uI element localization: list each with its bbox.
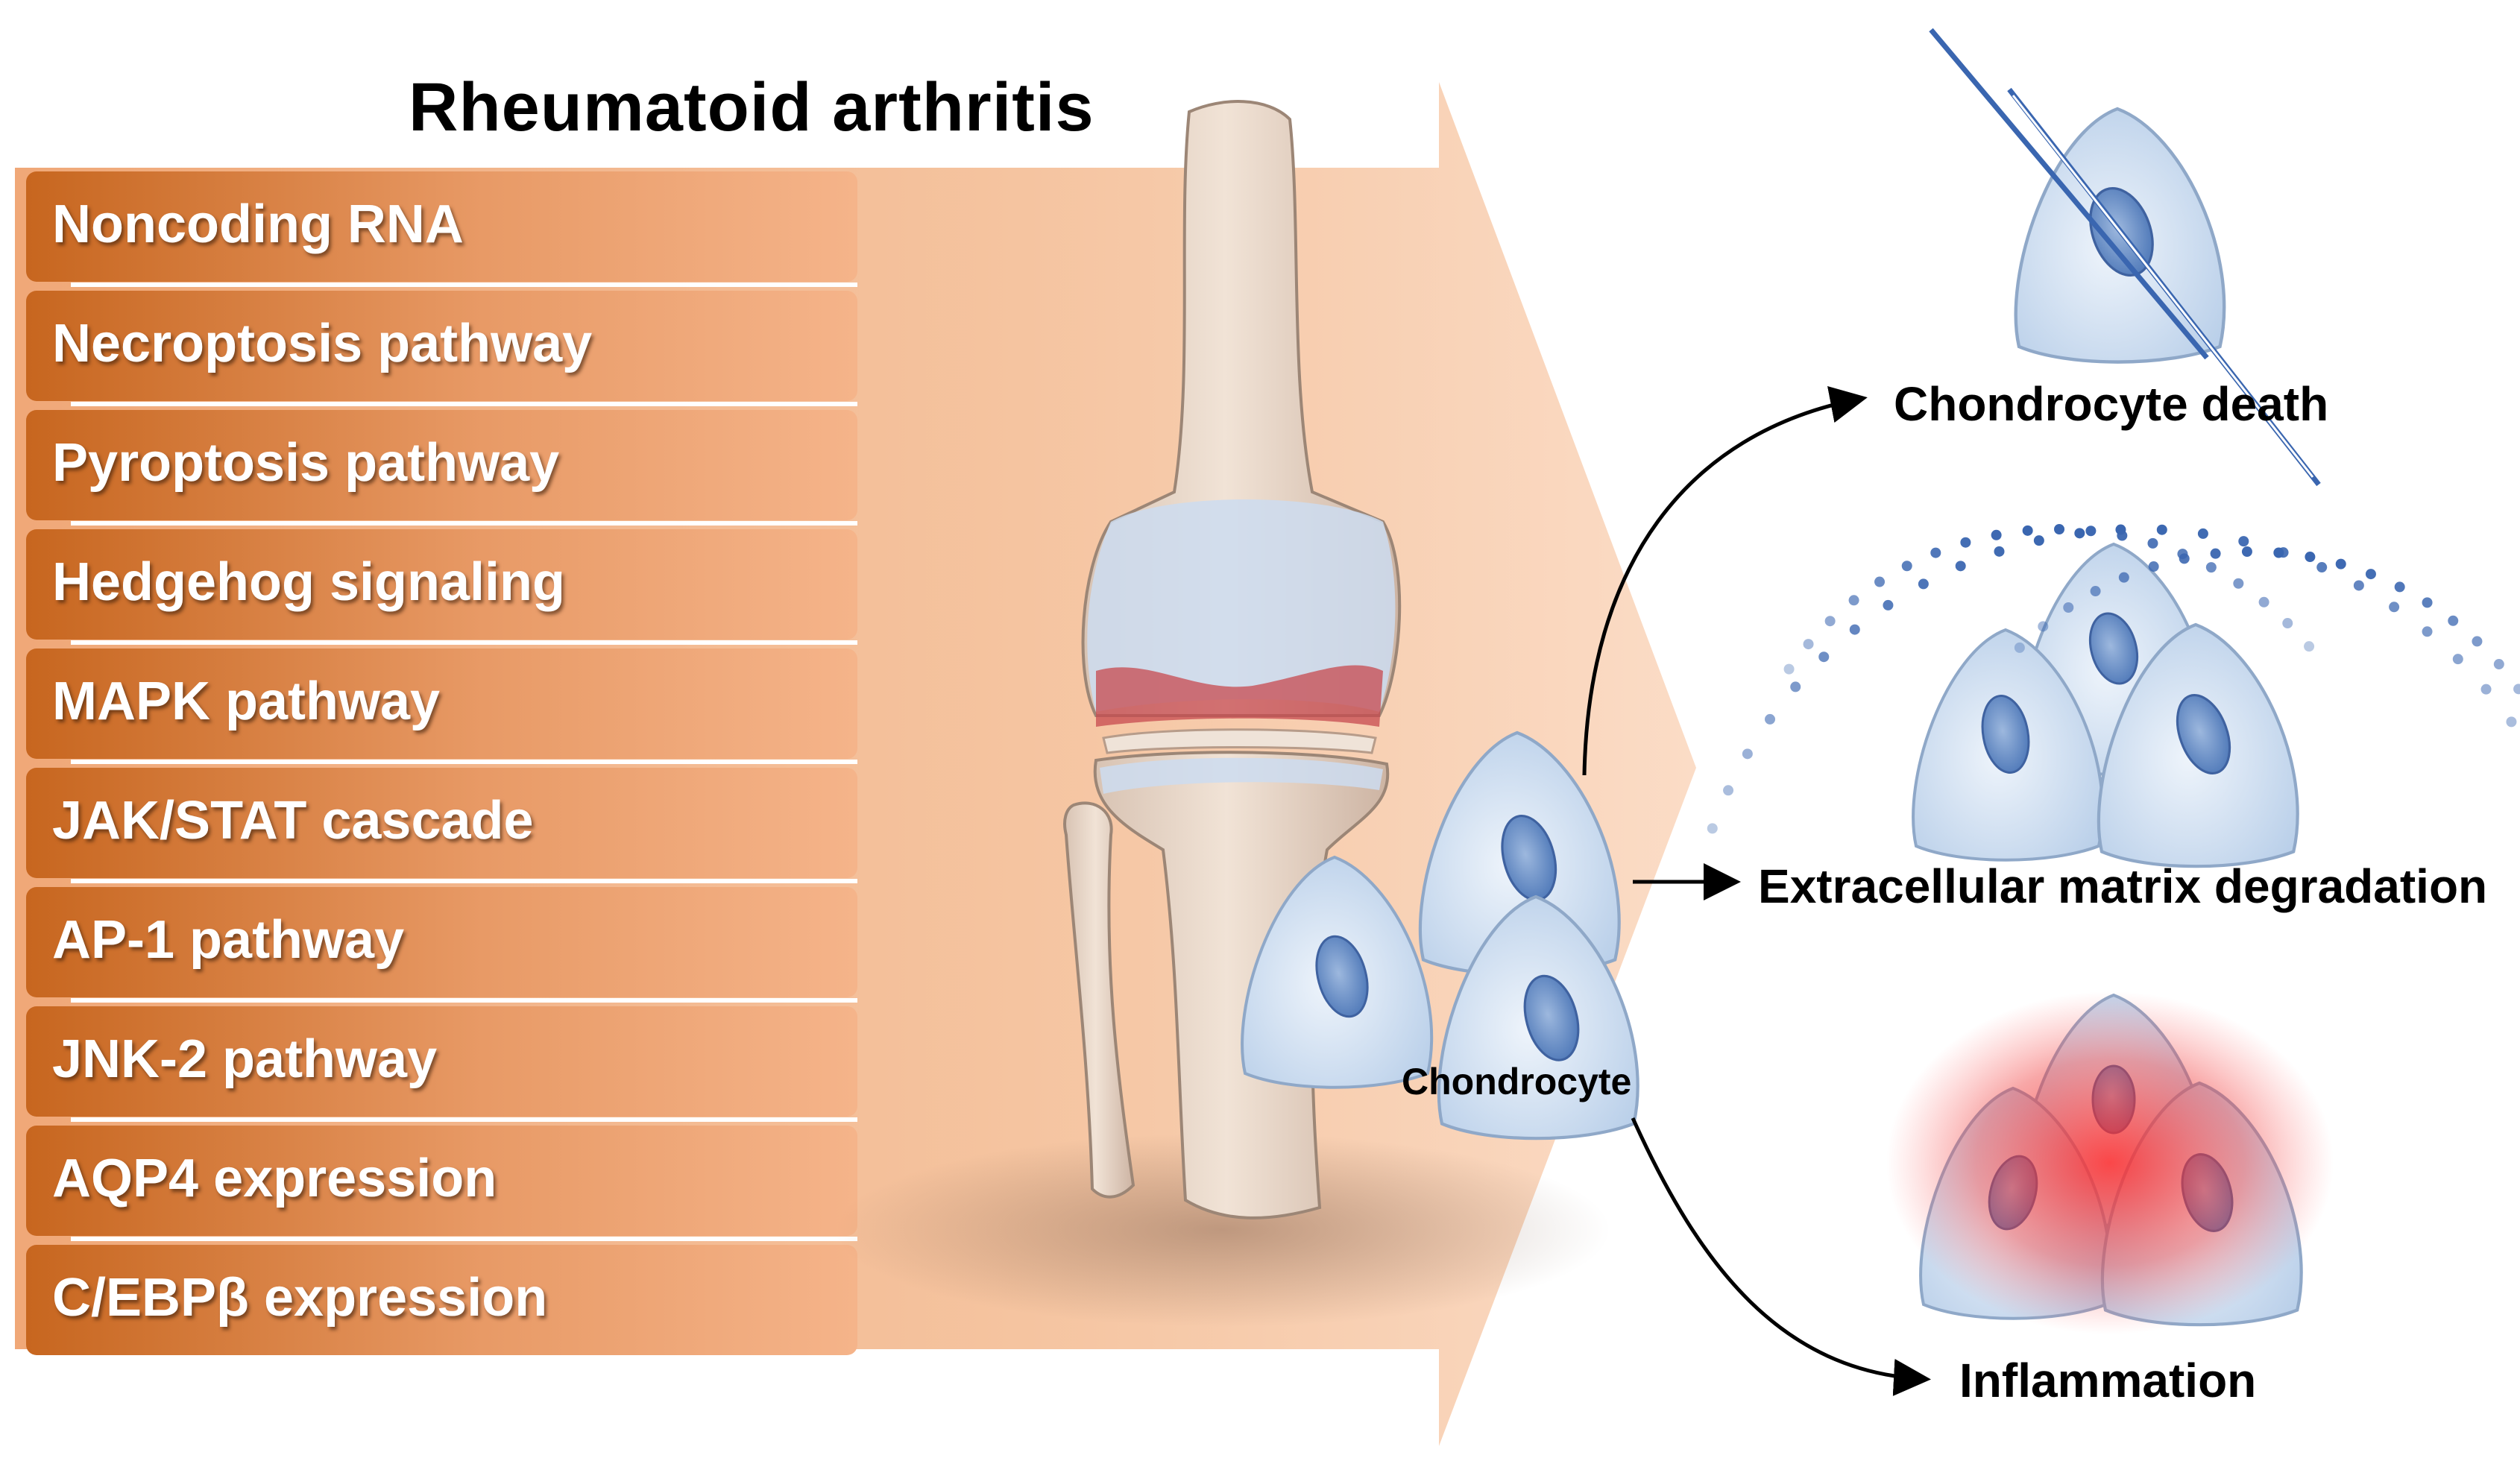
ecm-dot: [1790, 681, 1801, 692]
ecm-dot: [2148, 561, 2159, 572]
pathway-bar: [26, 1245, 857, 1360]
pathway-label: AQP4 expression: [52, 1149, 497, 1208]
pathway-label: JAK/STAT cascade: [52, 791, 534, 851]
ecm-dot: [2074, 528, 2085, 539]
pathway-label: C/EBPβ expression: [52, 1268, 548, 1328]
dead-chondrocyte-illustration: [1929, 28, 2321, 487]
ecm-dot: [1991, 529, 2002, 540]
ecm-dot: [2394, 581, 2405, 593]
pathway-bar: [26, 887, 857, 1003]
pathway-bar: [26, 529, 857, 645]
ecm-dot: [1707, 823, 1718, 834]
ecm-dot: [2304, 641, 2315, 652]
ecm-dot: [2452, 654, 2463, 665]
ecm-dot: [2422, 597, 2433, 608]
ecm-dot: [2472, 636, 2483, 647]
ecm-dot: [2422, 626, 2433, 637]
knee-shadow: [835, 1133, 1610, 1327]
ecm-dot: [1930, 547, 1941, 558]
ecm-dot: [2054, 524, 2065, 535]
ecm-dot: [1883, 599, 1894, 610]
ecm-dot: [1874, 576, 1886, 587]
ecm-dot: [2480, 684, 2492, 695]
pathway-label: Pyroptosis pathway: [52, 433, 560, 493]
ecm-dot: [2493, 659, 2504, 670]
ecm-dot: [2063, 602, 2074, 613]
pathway-label: Necroptosis pathway: [52, 314, 593, 373]
pathway-label: JNK-2 pathway: [52, 1029, 438, 1089]
pathway-bar: [26, 1126, 857, 1241]
ecm-dot: [2022, 525, 2033, 536]
ecm-dot: [1723, 785, 1734, 796]
ecm-dot: [1901, 561, 1912, 572]
pathway-label: Hedgehog signaling: [52, 552, 566, 612]
ecm-dot: [2316, 562, 2328, 573]
ecm-dot: [2205, 562, 2217, 573]
ecm-dot: [1803, 639, 1814, 650]
ecm-dot: [1818, 651, 1830, 663]
ecm-dot: [1918, 578, 1929, 590]
ecm-dot: [2085, 526, 2097, 537]
ecm-dot: [2238, 536, 2249, 547]
ecm-dot: [2241, 546, 2252, 558]
ecm-dot: [1849, 624, 1860, 635]
ecm-dot: [2389, 602, 2400, 613]
ecm-dot: [2448, 615, 2459, 626]
ecm-dot: [1994, 546, 2005, 557]
ecm-dot: [1783, 663, 1795, 675]
ecm-dot: [2353, 580, 2364, 591]
pathway-bar: [26, 410, 857, 526]
arrow-to-inflammation: [1631, 1117, 1931, 1396]
pathway-bar: [26, 649, 857, 764]
outcome-chondrocyte-death: Chondrocyte death: [1894, 377, 2329, 431]
ecm-dot: [2038, 621, 2049, 632]
outcome-ecm-degradation: Extracellular matrix degradation: [1758, 859, 2488, 913]
ecm-dot: [2033, 535, 2044, 546]
inflamed-chondrocyte-illustration: [1886, 991, 2334, 1334]
ecm-dot: [2197, 528, 2208, 539]
ecm-dot: [1848, 595, 1859, 606]
pathway-label: Noncoding RNA: [52, 195, 464, 254]
ecm-dot: [2233, 578, 2244, 589]
pathway-bar: [26, 291, 857, 406]
ecm-dot: [2365, 569, 2376, 580]
arrow-to-death: [1582, 385, 1868, 776]
pathway-bar: [26, 768, 857, 883]
ecm-degradation-illustration: [1707, 524, 2520, 866]
ecm-dot: [1955, 561, 1966, 572]
ecm-dot: [2282, 618, 2293, 629]
outcome-inflammation: Inflammation: [1959, 1354, 2257, 1407]
ecm-dot: [2118, 572, 2129, 583]
ecm-dot: [1742, 748, 1753, 760]
ecm-dot: [2513, 684, 2520, 695]
ecm-dot: [2014, 642, 2025, 653]
ecm-dot: [2506, 716, 2517, 728]
pathway-list: [26, 171, 857, 1360]
pathway-bar: [26, 171, 857, 287]
pathway-label: AP-1 pathway: [52, 910, 405, 970]
chondrocyte-cluster: [1241, 733, 1638, 1138]
ecm-dot: [2273, 547, 2284, 558]
pathway-bar: [26, 1006, 857, 1122]
ecm-dot: [2179, 553, 2190, 564]
ecm-dot: [2258, 596, 2269, 608]
ecm-dot: [2156, 524, 2167, 535]
ecm-dot: [2117, 530, 2128, 541]
diagram-title: Rheumatoid arthritis: [409, 69, 1094, 145]
ecm-dot: [2305, 552, 2316, 563]
ecm-dot: [1824, 616, 1836, 627]
ecm-dot: [2090, 586, 2101, 597]
ecm-dot: [2335, 558, 2346, 569]
chondrocyte-label: Chondrocyte: [1402, 1061, 1632, 1102]
pathway-label: MAPK pathway: [52, 672, 441, 731]
ecm-dot: [1765, 713, 1776, 725]
ecm-dot: [2147, 537, 2158, 549]
ecm-dot: [2210, 548, 2221, 559]
ecm-dot: [1960, 537, 1971, 548]
